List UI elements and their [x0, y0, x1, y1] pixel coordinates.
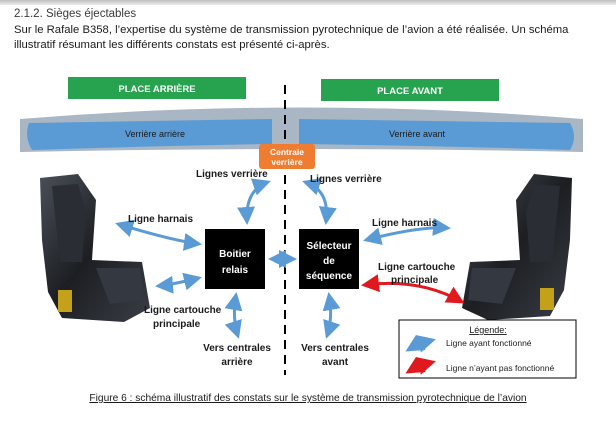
place-avant-label: PLACE AVANT: [377, 86, 443, 97]
vers-centrales-avant-line2: avant: [322, 357, 349, 368]
selecteur-line2: de: [323, 256, 335, 267]
selecteur-line1: Sélecteur: [306, 241, 351, 252]
lignes-verriere-right-label: Lignes verrière: [310, 174, 382, 185]
boitier-relais-line1: Boitier: [219, 249, 251, 260]
legend-ko-arrow: [405, 356, 436, 375]
centrale-verriere-line2: verrière: [271, 157, 302, 167]
arrow-ligne-cartouche-right-failed: [361, 274, 465, 304]
arrow-lignes-verriere-right: [302, 178, 337, 225]
front-ejection-seat-image: [451, 172, 581, 322]
arrow-vers-centrales-arriere: [224, 292, 243, 339]
legend: Légende: Ligne ayant fonctionné Ligne n’…: [398, 319, 577, 379]
legend-ok-arrow: [405, 334, 436, 353]
intro-paragraph: Sur le Rafale B358, l’expertise du systè…: [14, 24, 569, 51]
lignes-verriere-left-label: Lignes verrière: [196, 169, 268, 180]
ligne-cartouche-right-line1: Ligne cartouche: [378, 262, 456, 273]
figure-caption: Figure 6 : schéma illustratif des consta…: [89, 393, 527, 404]
ligne-harnais-right-label: Ligne harnais: [372, 218, 437, 229]
section-number: 2.1.2.: [14, 8, 43, 20]
ligne-harnais-left-label: Ligne harnais: [128, 214, 193, 225]
section-heading: 2.1.2. Sièges éjectables: [14, 8, 136, 20]
ligne-cartouche-right-line2: principale: [391, 275, 439, 286]
centrale-verriere-box: [259, 144, 315, 169]
canopy-front: [299, 119, 574, 150]
verriere-arriere-label: Verrière arrière: [125, 129, 185, 139]
page-top-rule: [0, 0, 616, 5]
legend-ok-label: Ligne ayant fonctionné: [446, 338, 532, 348]
selecteur-sequence-box: [299, 229, 359, 289]
ligne-cartouche-left-line1: Ligne cartouche: [144, 305, 222, 316]
place-arriere-banner: [68, 77, 246, 99]
ligne-cartouche-left-line2: principale: [153, 319, 201, 330]
vers-centrales-avant-line1: Vers centrales: [301, 343, 369, 354]
boitier-relais-box: [205, 229, 265, 289]
rear-ejection-seat-image: [30, 172, 163, 324]
arrow-ligne-harnais-right: [363, 217, 451, 245]
vers-centrales-arriere-line1: Vers centrales: [203, 343, 271, 354]
arrow-lignes-verriere-left: [237, 178, 271, 225]
centrale-verriere-line1: Centrale: [270, 147, 304, 157]
section-title: Sièges éjectables: [45, 8, 137, 20]
arrow-ligne-cartouche-left: [155, 272, 202, 294]
legend-title: Légende:: [469, 325, 507, 335]
place-arriere-label: PLACE ARRIÈRE: [118, 84, 195, 95]
verriere-avant-label: Verrière avant: [389, 129, 446, 139]
legend-ko-label: Ligne n’ayant pas fonctionné: [446, 363, 554, 373]
selecteur-line3: séquence: [306, 271, 353, 282]
place-avant-banner: [321, 79, 499, 101]
canopy-rear: [27, 119, 273, 150]
arrow-ligne-harnais-left: [115, 219, 202, 251]
vers-centrales-arriere-line2: arrière: [221, 357, 253, 368]
arrow-vers-centrales-avant: [322, 292, 341, 339]
boitier-relais-line2: relais: [222, 265, 249, 276]
